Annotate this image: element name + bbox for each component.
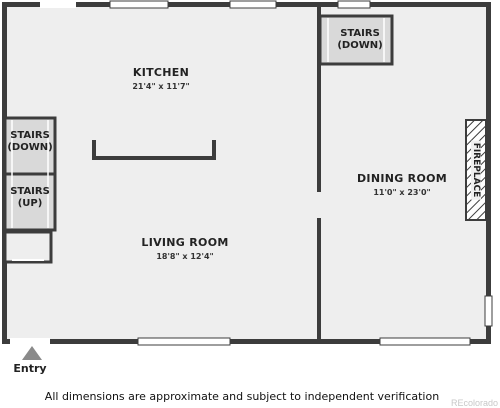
watermark: REcolorado <box>450 398 498 408</box>
stairs-direction: (DOWN) <box>337 40 383 51</box>
stairs-down-label-top: STAIRS (DOWN) <box>337 28 382 52</box>
stairs-left <box>3 116 57 232</box>
interior-walls <box>92 4 321 342</box>
stairs-label-line: STAIRS <box>10 130 50 141</box>
kitchen-dimensions: 21'4" x 11'7" <box>132 82 190 91</box>
stairs-up-label-left: STAIRS (UP) <box>10 186 50 210</box>
living-room-dimensions: 18'8" x 12'4" <box>156 252 214 261</box>
closet <box>3 230 53 264</box>
windows <box>10 0 493 346</box>
stairs-label-line: STAIRS <box>10 186 50 197</box>
dining-room-label: DINING ROOM <box>356 172 448 185</box>
stairs-top-right <box>318 14 394 66</box>
floor-area <box>5 4 488 343</box>
stairs-down-label-left: STAIRS (DOWN) <box>7 130 52 154</box>
stairs-direction: (UP) <box>17 198 43 209</box>
fireplace-label: FIREPLACE <box>471 140 481 200</box>
stairs-label-line: STAIRS <box>340 28 380 39</box>
stairs-direction: (DOWN) <box>7 142 53 153</box>
entry-marker <box>22 346 42 360</box>
living-room-label: LIVING ROOM <box>141 236 229 249</box>
entry-label: Entry <box>13 362 47 375</box>
kitchen-label: KITCHEN <box>132 66 190 79</box>
dining-room-dimensions: 11'0" x 23'0" <box>373 188 431 197</box>
disclaimer-text: All dimensions are approximate and subje… <box>44 390 440 403</box>
